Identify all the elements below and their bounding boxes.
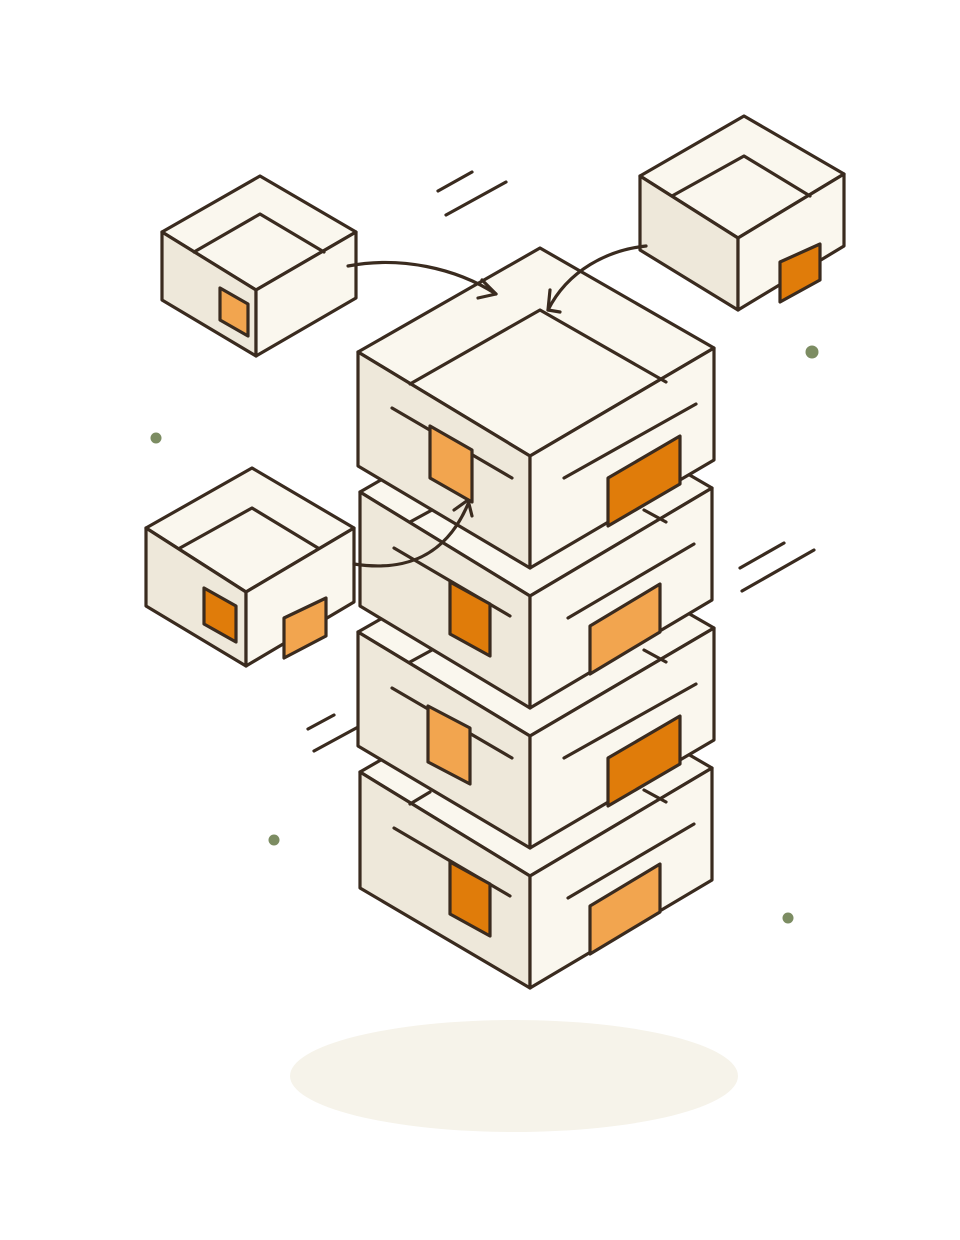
arrow-curve-top-right: [546, 244, 648, 312]
box-flap-line: [408, 508, 434, 524]
box-lid-opening: [670, 154, 812, 198]
arrow-head-top-right: [546, 288, 562, 314]
window-panel: [778, 242, 822, 304]
dot-right-upper: [805, 345, 819, 359]
window-panel: [218, 286, 250, 338]
box-flap-line-right: [642, 648, 668, 664]
motion-line-top-short: [436, 170, 474, 193]
flow-arrows: [346, 244, 648, 568]
box-flap-line-right: [642, 508, 668, 524]
window-panel-right: [588, 582, 662, 676]
arrow-curve-top-left: [346, 260, 498, 296]
box-right-face: [528, 486, 714, 710]
box-lid-opening: [192, 212, 326, 254]
box-right-face: [528, 766, 714, 990]
dot-left-lower: [268, 834, 280, 846]
box-label-line-right: [566, 822, 696, 900]
window-panel-right: [282, 596, 328, 660]
dot-right-lower: [782, 912, 794, 924]
box-label-line-right: [562, 682, 698, 760]
ground-shadow: [290, 1020, 738, 1132]
window-panel-right: [606, 434, 682, 528]
window-panel-left: [202, 586, 238, 644]
box-lid-opening: [178, 506, 320, 550]
window-panel-left: [448, 860, 492, 938]
arrow-head-mid-left: [452, 498, 474, 518]
floating-box-mid-left: [144, 466, 356, 668]
motion-line-top-long: [444, 180, 508, 217]
window-panel-right: [588, 862, 662, 956]
decorative-dots: [150, 345, 819, 924]
window-panel-left: [426, 704, 472, 786]
arrow-head-top-left: [476, 278, 498, 300]
motion-lines: [306, 170, 816, 753]
motion-line-left-short: [306, 713, 336, 731]
arrow-curve-mid-left: [352, 502, 470, 568]
box-label-line-right: [562, 402, 698, 480]
stack-box-top: [356, 246, 716, 570]
motion-line-right-short: [738, 541, 786, 570]
floating-box-top-left: [160, 174, 358, 358]
motion-line-right-long: [740, 548, 816, 593]
box-right-face: [528, 626, 716, 850]
motion-line-left-long: [312, 724, 362, 753]
window-panel-right: [606, 714, 682, 808]
dot-left-upper: [150, 432, 162, 444]
window-panel-left: [448, 580, 492, 658]
box-label-line-right: [566, 542, 696, 620]
box-lid-opening: [408, 308, 668, 386]
box-flap-line: [408, 648, 434, 664]
box-right-face: [528, 346, 716, 570]
window-panel-left: [428, 424, 474, 504]
box-flap-line: [642, 788, 668, 804]
floating-box-top-right: [638, 114, 846, 312]
box-flap-line: [408, 790, 432, 806]
